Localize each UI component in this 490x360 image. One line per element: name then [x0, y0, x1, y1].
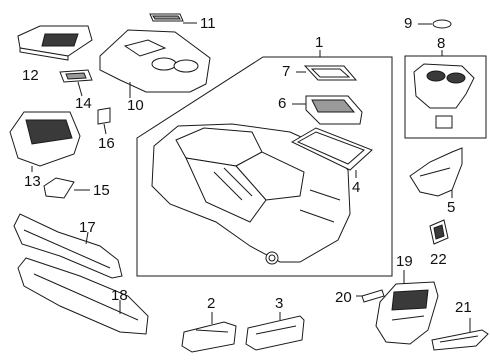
part-20-bar [356, 289, 385, 303]
callout-20: 20 [335, 289, 352, 306]
part-13-bin [9, 111, 81, 172]
part-5-bracket [409, 147, 463, 198]
callout-22: 22 [430, 251, 447, 268]
part-14-pad [59, 69, 93, 97]
callout-13: 13 [24, 173, 41, 190]
part-1-console-assembly [151, 50, 351, 265]
assembly-1-frame [136, 56, 393, 277]
callout-17: 17 [79, 219, 96, 236]
callout-11: 11 [200, 15, 216, 32]
part-22-clip [429, 219, 449, 245]
part-8-cupholder-group [404, 50, 487, 139]
part-17-side-trim [13, 213, 123, 279]
callout-1: 1 [315, 34, 324, 51]
part-12-lid [17, 25, 93, 61]
part-3-bracket [245, 312, 305, 351]
part-19-front-assembly [375, 270, 439, 345]
callout-9: 9 [404, 15, 413, 32]
callout-16: 16 [98, 135, 115, 152]
callout-2: 2 [207, 295, 216, 312]
callout-4: 4 [352, 179, 361, 196]
callout-3: 3 [275, 295, 284, 312]
callout-21: 21 [455, 299, 472, 316]
callout-10: 10 [127, 97, 144, 114]
part-2-bracket [181, 312, 237, 353]
part-18-lower-panel [17, 257, 149, 335]
part-11-trim-strip [149, 13, 197, 24]
part-4-large-mat [290, 127, 373, 178]
callout-14: 14 [75, 95, 92, 112]
callout-5: 5 [447, 199, 456, 216]
part-7-mat [296, 65, 358, 81]
part-16-clip [97, 107, 111, 135]
callout-12: 12 [22, 67, 39, 84]
callout-8: 8 [437, 35, 446, 52]
callout-6: 6 [278, 95, 287, 112]
part-15-plate [43, 177, 90, 199]
part-6-tray [292, 95, 363, 125]
callout-19: 19 [396, 253, 413, 270]
callout-15: 15 [93, 182, 110, 199]
part-9-ring [418, 19, 452, 29]
callout-7: 7 [282, 63, 291, 80]
part-21-u-trim [431, 318, 489, 351]
part-10-upper-console [99, 29, 211, 98]
callout-18: 18 [111, 287, 128, 304]
